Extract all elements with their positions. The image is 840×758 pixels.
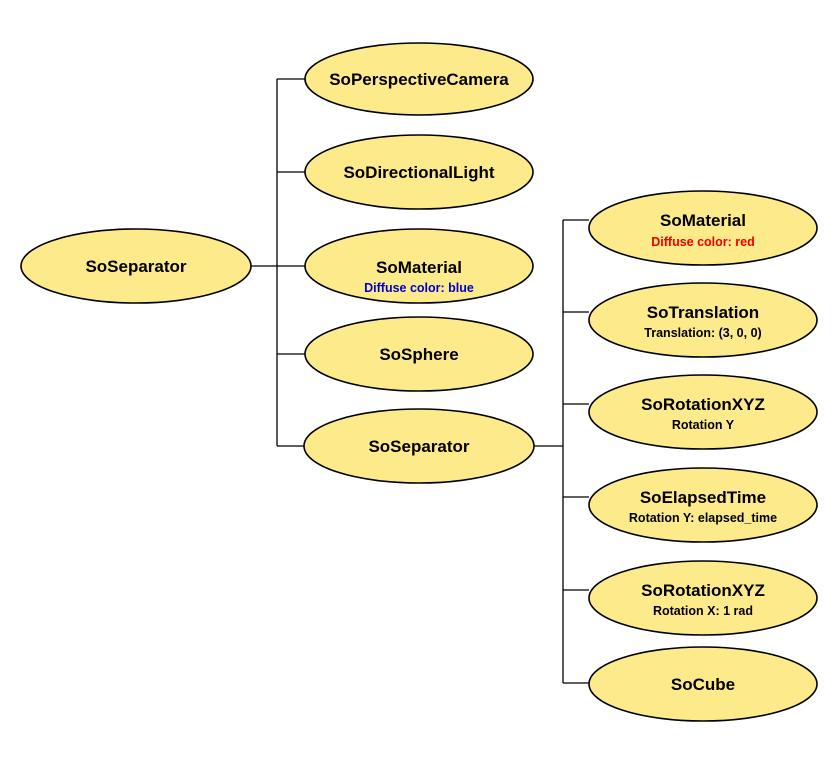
node-rotation-x-detail: Rotation X: 1 rad <box>653 604 753 618</box>
node-elapsed-time-detail: Rotation Y: elapsed_time <box>629 511 777 525</box>
node-material-blue-detail: Diffuse color: blue <box>364 281 474 295</box>
node-material-blue-label: SoMaterial <box>376 258 462 277</box>
node-rotation-x-shape <box>588 560 818 636</box>
node-cube-label: SoCube <box>671 675 735 694</box>
node-child-separator: SoSeparator <box>303 408 535 484</box>
node-rotation-y-shape <box>588 374 818 450</box>
node-rotation-y-label: SoRotationXYZ <box>641 395 765 414</box>
node-rotation-x-label: SoRotationXYZ <box>641 581 765 600</box>
node-translation-detail: Translation: (3, 0, 0) <box>644 326 761 340</box>
node-material-red: SoMaterial Diffuse color: red <box>588 190 818 266</box>
node-child-separator-label: SoSeparator <box>368 437 469 456</box>
node-material-blue: SoMaterial Diffuse color: blue <box>304 228 534 304</box>
node-perspective-camera-label: SoPerspectiveCamera <box>329 70 509 89</box>
node-cube-shape <box>588 646 818 722</box>
node-rotation-y-detail: Rotation Y <box>672 418 735 432</box>
node-material-red-label: SoMaterial <box>660 211 746 230</box>
node-root-separator-shape <box>20 228 252 304</box>
node-material-blue-shape <box>304 228 534 304</box>
node-translation-label: SoTranslation <box>647 303 759 322</box>
node-sphere: SoSphere <box>304 316 534 392</box>
node-material-red-shape <box>588 190 818 266</box>
node-translation: SoTranslation Translation: (3, 0, 0) <box>588 282 818 358</box>
node-directional-light-shape <box>304 134 534 210</box>
node-root-separator: SoSeparator <box>20 228 252 304</box>
node-rotation-y: SoRotationXYZ Rotation Y <box>588 374 818 450</box>
root-connectors <box>251 78 305 447</box>
node-rotation-x: SoRotationXYZ Rotation X: 1 rad <box>588 560 818 636</box>
separator-connectors <box>534 219 589 684</box>
node-sphere-shape <box>304 316 534 392</box>
node-elapsed-time-label: SoElapsedTime <box>640 488 766 507</box>
node-directional-light-label: SoDirectionalLight <box>343 163 494 182</box>
node-elapsed-time-shape <box>588 467 818 543</box>
node-translation-shape <box>588 282 818 358</box>
node-perspective-camera-shape <box>304 42 534 116</box>
node-sphere-label: SoSphere <box>379 345 458 364</box>
node-cube: SoCube <box>588 646 818 722</box>
node-child-separator-shape <box>303 408 535 484</box>
node-root-separator-label: SoSeparator <box>85 257 186 276</box>
node-material-red-detail: Diffuse color: red <box>651 235 755 249</box>
node-directional-light: SoDirectionalLight <box>304 134 534 210</box>
node-perspective-camera: SoPerspectiveCamera <box>304 42 534 116</box>
node-elapsed-time: SoElapsedTime Rotation Y: elapsed_time <box>588 467 818 543</box>
